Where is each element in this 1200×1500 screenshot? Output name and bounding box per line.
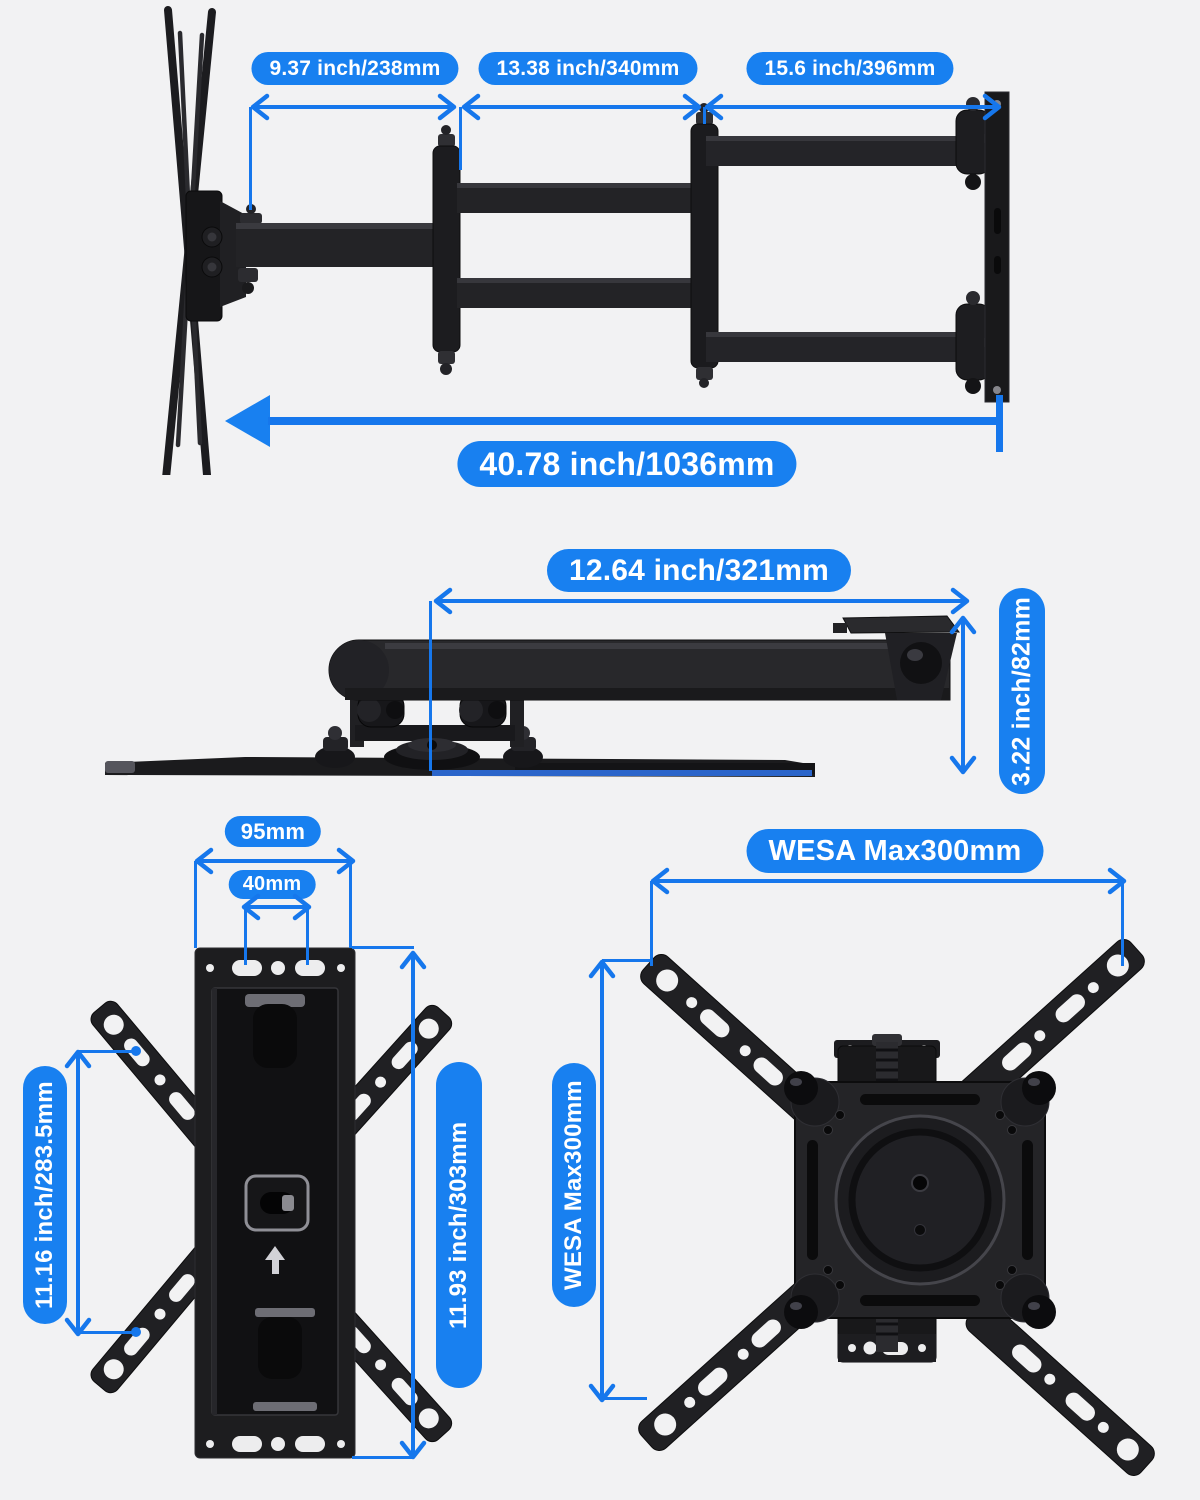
dim-pill-segment-3: 15.6 inch/396mm — [746, 52, 954, 85]
extension-guide-line — [703, 107, 706, 124]
dim-pill-segment-1: 9.37 inch/238mm — [251, 52, 459, 85]
vesa-width-guide — [1121, 881, 1124, 966]
dim-pill-vesa-width: WESA Max300mm — [746, 829, 1044, 873]
dim-pill-folded-length: 12.64 inch/321mm — [546, 549, 852, 592]
folded-mount-illustration — [105, 615, 960, 777]
plate-width-guide — [194, 861, 197, 948]
dim-arrow-segment-1 — [250, 93, 457, 121]
dim-arrow-plate-height — [399, 950, 427, 1460]
extended-arm-illustration — [162, 6, 1010, 475]
arm-span-connector — [77, 1331, 135, 1334]
hole-spacing-guide — [306, 907, 309, 965]
dim-arrow-segment-2 — [461, 93, 702, 121]
dim-pill-total-extension: 40.78 inch/1036mm — [457, 441, 797, 487]
dim-arrow-vesa-height — [588, 959, 616, 1403]
arm-span-anchor-dot — [131, 1327, 141, 1337]
folded-guide-line — [429, 601, 432, 771]
extension-guide-line — [249, 107, 252, 210]
wall-plate-illustration — [86, 947, 456, 1459]
dim-pill-plate-width: 95mm — [224, 816, 322, 847]
hole-spacing-guide — [244, 907, 247, 965]
total-extension-arrow — [225, 395, 1003, 452]
vesa-height-connector — [602, 1397, 647, 1400]
vesa-width-guide — [650, 881, 653, 966]
vesa-height-connector — [602, 959, 650, 962]
dim-arrow-segment-3 — [704, 93, 1002, 121]
dim-pill-segment-2: 13.38 inch/340mm — [478, 52, 698, 85]
plate-width-guide — [349, 861, 352, 948]
dim-arrow-folded-depth — [949, 615, 977, 775]
dim-arrow-folded-length — [433, 587, 970, 615]
dim-arrow-vesa-width — [650, 867, 1127, 895]
extension-guide-line — [459, 107, 462, 170]
arm-span-anchor-dot — [131, 1046, 141, 1056]
dim-arrow-hole-spacing — [241, 893, 312, 921]
vesa-plate-illustration — [634, 934, 1159, 1481]
plate-height-connector — [352, 1456, 414, 1459]
arm-span-connector — [77, 1050, 135, 1053]
plate-height-connector — [352, 946, 414, 949]
dim-arrow-arm-hole-span — [64, 1049, 92, 1337]
dim-arrow-plate-width — [194, 847, 356, 875]
